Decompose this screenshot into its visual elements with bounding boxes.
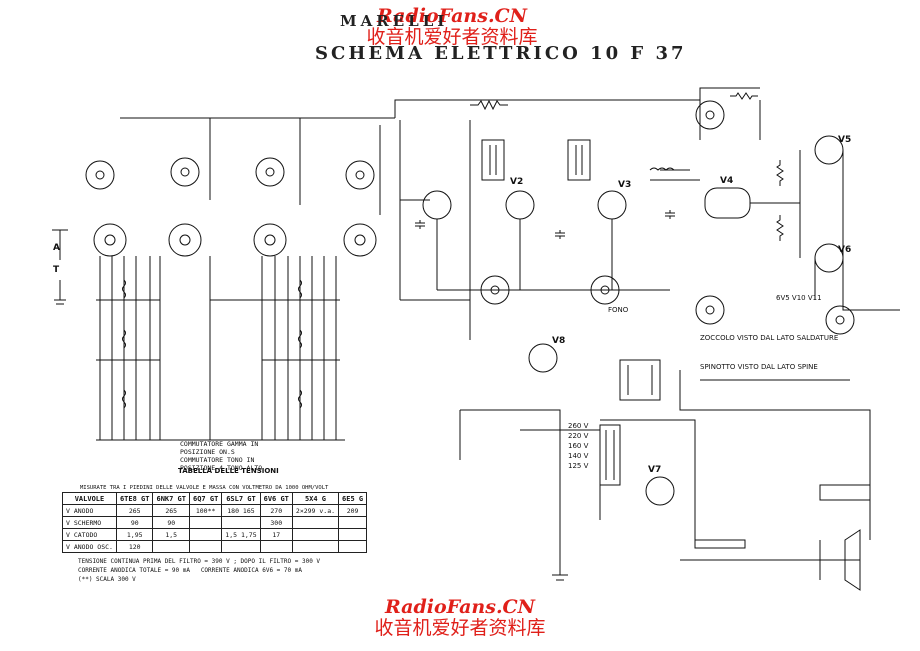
- table-cell: [221, 516, 261, 529]
- table-cell: 270: [259, 504, 293, 517]
- table-header: 6SL7 GT: [221, 492, 261, 505]
- table-cell: [221, 540, 261, 553]
- table-subtitle: MISURATE TRA I PIEDINI DELLE VALVOLE E M…: [80, 485, 329, 491]
- row-label: V ANODO: [62, 504, 117, 517]
- table-header-row: VALVOLE 6TE8 GT 6NK7 GT 6Q7 GT 6SL7 GT 6…: [62, 492, 368, 505]
- table-cell: 100**: [188, 504, 223, 517]
- table-header: 6Q7 GT: [188, 492, 223, 505]
- footnote: (**) SCALA 300 V: [78, 576, 136, 583]
- watermark-cn: 收音机爱好者资料库: [374, 617, 546, 639]
- table-cell: [188, 516, 223, 529]
- table-cell: 265: [152, 504, 190, 517]
- watermark-top: RadioFans.CN 收音机爱好者资料库: [0, 6, 912, 48]
- table-row: V ANODO 265 265 100** 180 165 270 2×299 …: [62, 504, 368, 517]
- watermark-bottom: RadioFans.CN 收音机爱好者资料库: [0, 597, 920, 639]
- tube-label: V2: [510, 177, 523, 187]
- table-header: 6E5 G: [338, 492, 368, 505]
- table-cell: [291, 516, 340, 529]
- table-cell: 17: [259, 528, 293, 541]
- fono-label: FONO: [608, 306, 629, 314]
- table-cell: 90: [115, 516, 154, 529]
- socket-pins-label: 6V5 V10 V11: [776, 294, 822, 302]
- tube-label: V7: [648, 465, 661, 475]
- table-cell: 1,5: [152, 528, 190, 541]
- voltage-tap: 125 V: [568, 462, 589, 470]
- table-cell: 300: [259, 516, 293, 529]
- table-title: TABELLA DELLE TENSIONI: [178, 467, 279, 475]
- table-cell: 1,5 1,75: [221, 528, 261, 541]
- table-cell: 120: [115, 540, 154, 553]
- footnote: TENSIONE CONTINUA PRIMA DEL FILTRO = 390…: [78, 558, 321, 565]
- tube-label: V5: [838, 135, 851, 145]
- input-label: A: [53, 243, 60, 253]
- table-cell: [338, 540, 368, 553]
- voltage-tap: 140 V: [568, 452, 589, 460]
- watermark-en: RadioFans.CN: [376, 5, 528, 27]
- table-header: 6V6 GT: [259, 492, 293, 505]
- table-header: 5X4 G: [291, 492, 340, 505]
- table-cell: [338, 516, 368, 529]
- footnote: CORRENTE ANODICA TOTALE = 90 mA CORRENTE…: [78, 567, 302, 574]
- table-cell: 265: [115, 504, 154, 517]
- voltage-tap: 160 V: [568, 442, 589, 450]
- tube-label: V8: [552, 336, 565, 346]
- table-header: 6TE8 GT: [115, 492, 154, 505]
- table-row: V SCHERMO 90 90 300: [62, 516, 368, 529]
- table-cell: 180 165: [221, 504, 261, 517]
- table-cell: [291, 540, 340, 553]
- table-cell: 209: [338, 504, 368, 517]
- spinotto-note: SPINOTTO VISTO DAL LATO SPINE: [700, 363, 818, 371]
- table-header: 6NK7 GT: [152, 492, 190, 505]
- table-header: VALVOLE: [62, 492, 117, 505]
- watermark-en: RadioFans.CN: [384, 596, 536, 618]
- voltage-tap: 260 V: [568, 422, 589, 430]
- table-cell: [338, 528, 368, 541]
- tube-label: V4: [720, 176, 733, 186]
- row-label: V CATODO: [62, 528, 117, 541]
- table-cell: [152, 540, 190, 553]
- table-cell: 90: [152, 516, 190, 529]
- tube-label: V3: [618, 180, 631, 190]
- table-cell: [259, 540, 293, 553]
- schema-title: SCHEMA ELETTRICO 10 F 37: [315, 43, 687, 64]
- brand-title: MARELLI: [340, 12, 449, 30]
- table-cell: 1,95: [115, 528, 154, 541]
- tube-label: V6: [838, 245, 851, 255]
- zoccolo-note: ZOCCOLO VISTO DAL LATO SALDATURE: [700, 334, 838, 342]
- switch-position-note: COMMUTATORE GAMMA IN POSIZIONE ON.S COMM…: [180, 440, 263, 472]
- table-row: V CATODO 1,95 1,5 1,5 1,75 17: [62, 528, 368, 541]
- table-cell: [291, 528, 340, 541]
- table-cell: 2×299 v.a.: [291, 504, 340, 517]
- table-cell: [188, 528, 223, 541]
- row-label: V ANODO OSC.: [62, 540, 117, 553]
- voltage-tap: 220 V: [568, 432, 589, 440]
- table-cell: [188, 540, 223, 553]
- voltage-table: VALVOLE 6TE8 GT 6NK7 GT 6Q7 GT 6SL7 GT 6…: [62, 492, 368, 553]
- row-label: V SCHERMO: [62, 516, 117, 529]
- watermark-cn: 收音机爱好者资料库: [366, 26, 538, 48]
- table-row: V ANODO OSC. 120: [62, 540, 368, 553]
- input-label: T: [53, 265, 60, 275]
